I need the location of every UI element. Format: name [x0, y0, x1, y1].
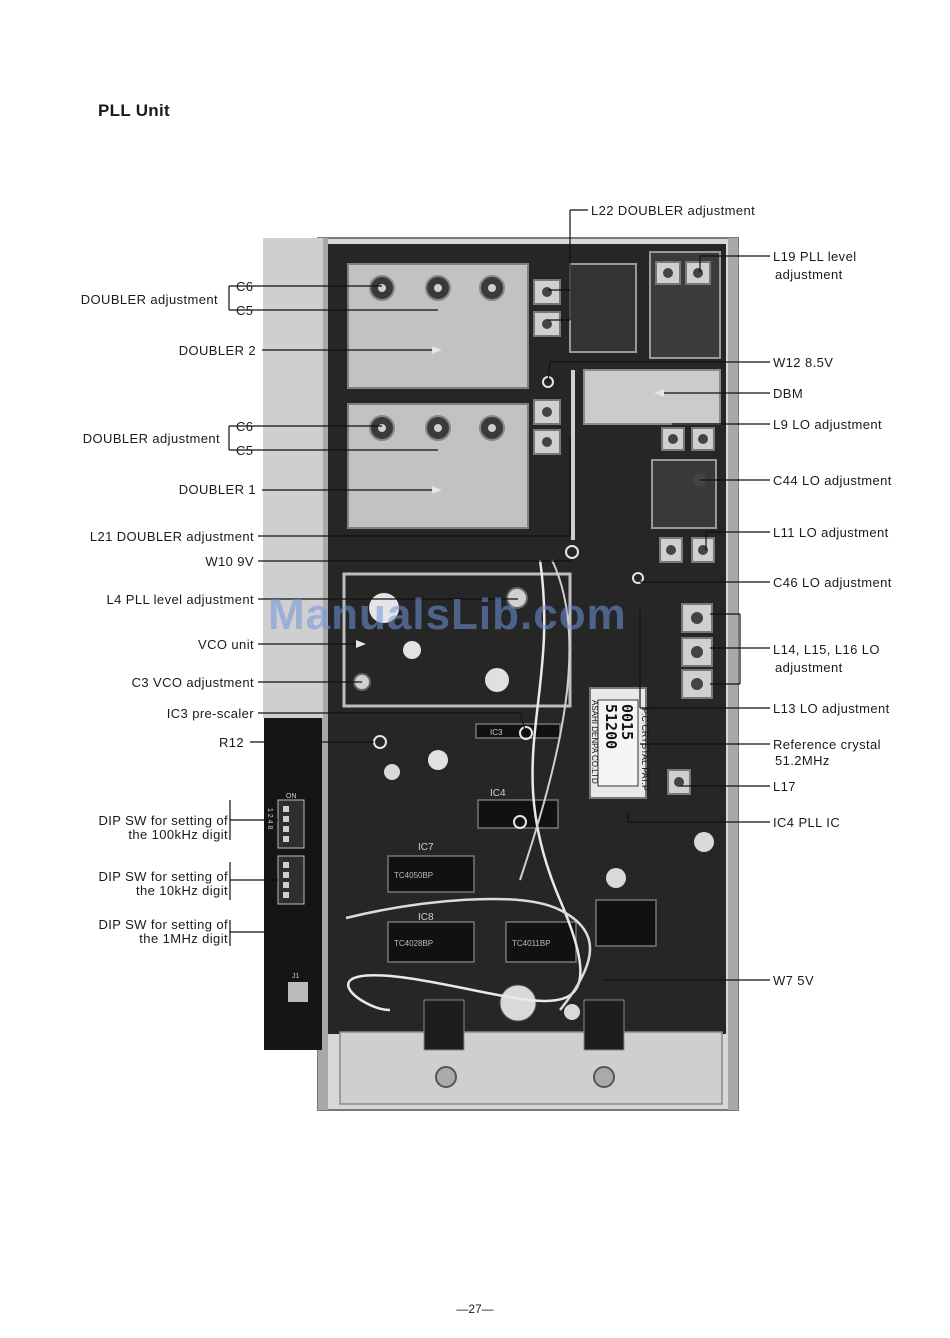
label-l17: L17	[773, 779, 796, 794]
ic8-chip	[387, 921, 475, 963]
dip-numbers: 1 2 4 8	[266, 808, 273, 830]
label-doubler-1: DOUBLER 1	[178, 482, 256, 497]
label-l4-pll-level: L4 PLL level adjustment	[106, 592, 254, 607]
label-dip-100k-line1: DIP SW for setting of	[98, 813, 228, 828]
label-vco-unit: VCO unit	[198, 637, 254, 652]
ic4-chip	[477, 799, 559, 829]
ic4-label: IC4	[490, 788, 506, 799]
label-w10-9v: W10 9V	[205, 554, 254, 569]
label-l13-lo: L13 LO adjustment	[773, 701, 890, 716]
crystal-brand-bottom: ASAHI DENPA CO.LTD	[590, 700, 599, 784]
label-c46-lo: C46 LO adjustment	[773, 575, 892, 590]
ic8-label: IC8	[418, 912, 434, 923]
label-crystal-frequency: 51.2MHz	[775, 753, 830, 768]
label-dip-100k-line2: the 100kHz digit	[128, 827, 228, 842]
chip-label-2: TC4011BP	[512, 939, 551, 948]
dip-switch-10k	[277, 855, 305, 905]
ic3-label: IC3	[490, 728, 503, 737]
label-doubler-adjustment-2: DOUBLER adjustment	[80, 292, 218, 307]
label-r12: R12	[218, 735, 244, 750]
label-ic4-pll-ic: IC4 PLL IC	[773, 815, 841, 830]
label-w7-5v: W7 5V	[773, 973, 815, 988]
label-doubler-2: DOUBLER 2	[178, 343, 256, 358]
label-reference-crystal: Reference crystal	[773, 737, 881, 752]
label-l22-doubler: L22 DOUBLER adjustment	[591, 203, 756, 218]
page-title: PLL Unit	[98, 101, 170, 120]
label-c5-top: C5	[236, 303, 254, 318]
ic7-chip	[387, 855, 475, 893]
label-l19-line2: adjustment	[775, 267, 843, 282]
label-l14-l15-l16-line1: L14, L15, L16 LO	[773, 642, 880, 657]
ic7-label: IC7	[418, 842, 434, 853]
label-c3-vco: C3 VCO adjustment	[131, 675, 254, 690]
label-ic3-prescaler: IC3 pre-scaler	[166, 706, 254, 721]
crystal-frequency: 51200	[602, 704, 620, 749]
label-c5-bottom: C5	[236, 443, 254, 458]
label-l21-doubler: L21 DOUBLER adjustment	[89, 529, 254, 544]
label-l19-line1: L19 PLL level	[773, 249, 857, 264]
dip-switch-100k	[277, 799, 305, 849]
j1-label: J1	[292, 973, 300, 980]
label-dip-1m-line1: DIP SW for setting of	[98, 917, 228, 932]
label-dip-1m-line2: the 1MHz digit	[139, 931, 228, 946]
label-dip-10k-line2: the 10kHz digit	[136, 883, 228, 898]
page-number: —27—	[456, 1302, 494, 1316]
dbm-can	[583, 369, 721, 425]
label-c44-lo: C44 LO adjustment	[773, 473, 892, 488]
crystal-code: 0015	[618, 704, 636, 740]
chip-label-1: TC4050BP	[394, 871, 433, 880]
dip-on-label: ON	[286, 793, 297, 800]
label-dip-10k-line1: DIP SW for setting of	[98, 869, 228, 884]
label-doubler-adjustment-1: DOUBLER adjustment	[82, 431, 220, 446]
crystal-brand-top: P.C CRYSTAL PAT.P	[640, 708, 650, 791]
label-dbm: DBM	[773, 386, 804, 401]
label-c6-top: C6	[236, 279, 254, 294]
label-l11-lo: L11 LO adjustment	[773, 525, 889, 540]
label-l9-lo: L9 LO adjustment	[773, 417, 883, 432]
watermark: ManualsLib.com	[268, 590, 627, 639]
chip-label-3: TC4028BP	[394, 939, 433, 948]
label-c6-bottom: C6	[236, 419, 254, 434]
label-w12-8v5: W12 8.5V	[773, 355, 834, 370]
label-l14-l15-l16-line2: adjustment	[775, 660, 843, 675]
side-flange	[263, 238, 323, 718]
